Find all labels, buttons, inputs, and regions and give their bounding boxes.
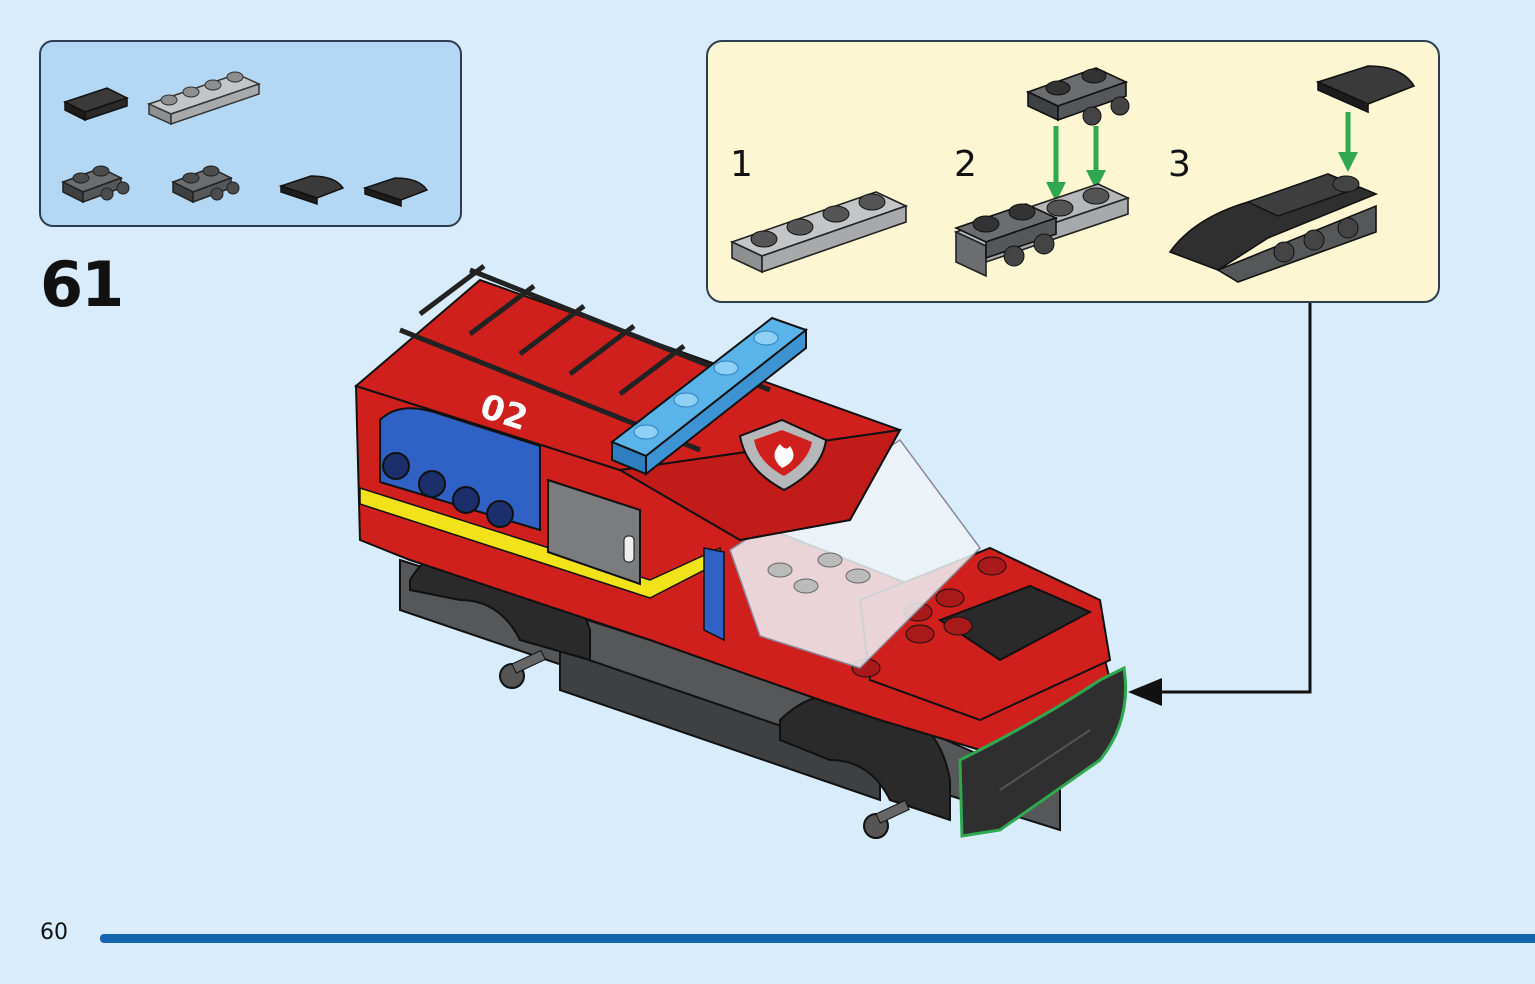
substep-2-hinge-plate-top (1025, 67, 1130, 126)
subassembly-illustration (729, 65, 1416, 283)
hood-black-tile (937, 584, 1093, 662)
light-bar (610, 316, 809, 477)
part-hinge-plate-b (171, 165, 240, 204)
part-curved-slope-a (278, 175, 345, 206)
roof: 02 (353, 264, 902, 542)
callout-connector-line (1150, 303, 1312, 694)
parts-list-illustration (61, 71, 429, 208)
substep-3-number: 3 (1168, 144, 1191, 185)
blue-side-panel (379, 407, 541, 532)
side-door-window (547, 478, 641, 586)
substep-1-number: 1 (730, 144, 753, 185)
truck-body (354, 384, 1128, 838)
substep-3-assembly (1168, 173, 1379, 283)
part-tile-1x2 (63, 87, 129, 122)
part-hinge-plate-a (61, 165, 130, 204)
substep-2-assembly (953, 183, 1131, 278)
parts-list-box (39, 40, 462, 227)
substep-3-slope-top (1315, 65, 1416, 114)
substep-2-arrows (1046, 126, 1106, 202)
part-plate-1x4 (146, 71, 262, 126)
footer-bar (100, 934, 1535, 943)
fire-truck-model: 02 (353, 264, 1312, 839)
substep-3-arrow (1338, 112, 1358, 172)
page-number: 60 (40, 920, 68, 945)
part-curved-slope-b (362, 177, 429, 208)
step-number: 61 (40, 248, 124, 321)
callout-arrowhead (1128, 678, 1162, 706)
substep-1-plate (729, 191, 909, 274)
substep-2-number: 2 (954, 144, 977, 185)
new-front-bumper (958, 665, 1128, 838)
subassembly-callout-box: 1 2 3 (706, 40, 1440, 303)
